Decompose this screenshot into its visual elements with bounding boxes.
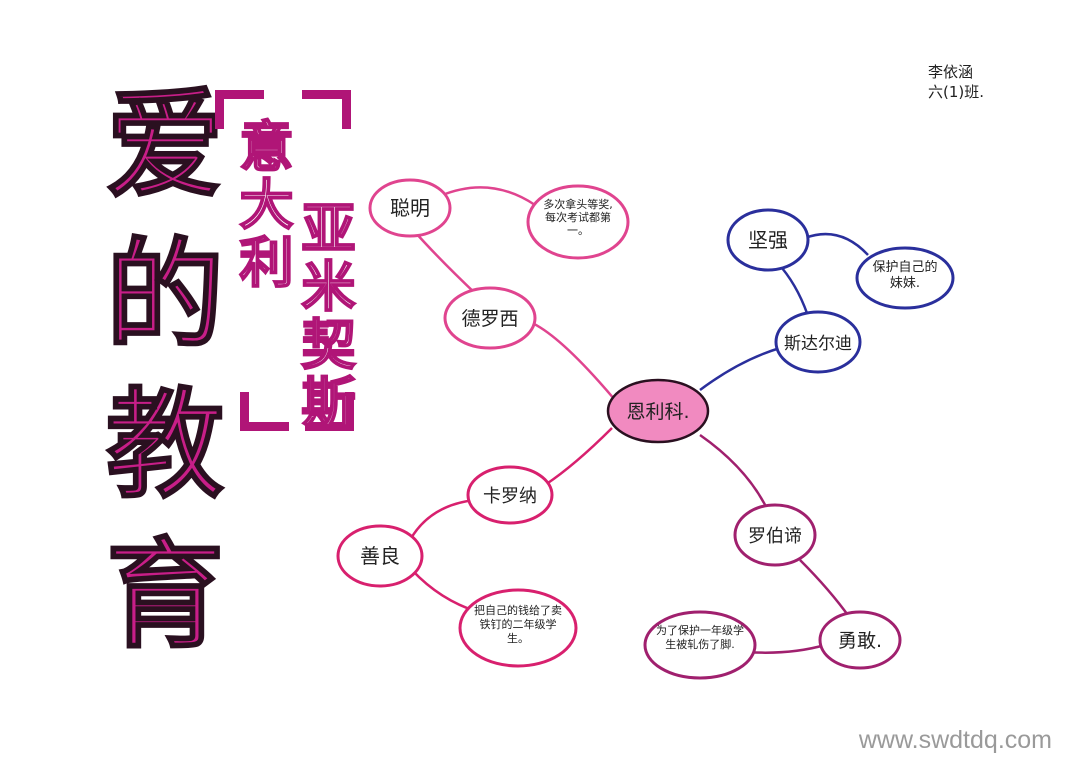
watermark: www.swdtdq.com	[858, 726, 1052, 754]
node-yonggan-detail	[643, 610, 757, 680]
node-kaluona-label: 卡罗纳	[483, 486, 537, 507]
node-shanliang-detail	[458, 588, 578, 668]
connector-yonggan-detail	[744, 643, 826, 654]
node-shanliang-detail-label: 把自己的钱给了卖铁钉的二年级学生。	[474, 604, 562, 645]
connector-center-deluoxi	[529, 320, 616, 401]
node-shanliang-label: 善良	[360, 544, 400, 568]
node-yonggan	[818, 610, 902, 670]
connector-center-sidadi	[699, 346, 781, 392]
connector-center-luobotan	[699, 433, 772, 516]
connector-jianqiang-detail	[804, 232, 869, 256]
node-sidadi-label: 斯达尔迪	[784, 334, 852, 354]
node-jianqiang	[726, 208, 810, 272]
book-title: 爱 的 教 育	[95, 70, 235, 670]
title-char: 教	[105, 375, 225, 515]
node-jianqiang-detail-label: 保护自己的妹妹.	[872, 260, 938, 291]
bracket-top-right	[302, 90, 351, 129]
node-deluoxi	[443, 286, 537, 350]
student-name: 李依涵	[928, 63, 974, 81]
connector-luobotan-yonggan	[799, 559, 852, 619]
center-node	[606, 378, 710, 444]
node-yonggan-detail-label: 为了保护一年级学生被轧伤了脚.	[656, 624, 744, 651]
node-jianqiang-label: 坚强	[748, 228, 788, 252]
node-congming-label: 聪明	[390, 196, 430, 220]
bracket-bottom-right	[305, 392, 354, 431]
country-label: 意大利	[229, 117, 294, 293]
connector-kaluona-shanliang	[408, 498, 476, 541]
node-luobotan	[733, 503, 817, 567]
student-class: 六(1)班.	[928, 83, 985, 101]
title-char: 的	[105, 225, 225, 365]
connector-congming-detail	[439, 186, 536, 207]
node-deluoxi-label: 德罗西	[461, 308, 518, 330]
node-congming-detail	[526, 184, 630, 260]
connector-center-kaluona	[544, 427, 613, 487]
node-yonggan-label: 勇敢.	[838, 630, 882, 652]
center-node-label: 恩利科.	[626, 401, 689, 423]
title-char: 爱	[105, 75, 225, 215]
bracket-bottom-left	[240, 392, 289, 431]
node-sidadi	[774, 310, 862, 374]
title-char: 育	[105, 525, 225, 665]
node-kaluona	[466, 465, 554, 525]
connector-deluoxi-congming	[414, 231, 479, 297]
student-info: 李依涵 六(1)班.	[928, 62, 984, 102]
node-congming	[368, 178, 452, 238]
bracket-top-left	[215, 90, 264, 129]
node-jianqiang-detail	[855, 246, 955, 310]
node-congming-detail-label: 多次拿头等奖,每次考试都第一。	[543, 198, 613, 237]
node-shanliang	[336, 524, 424, 588]
author-label: 亚米契斯	[291, 199, 356, 433]
connector-shanliang-detail	[411, 569, 479, 614]
node-luobotan-label: 罗伯谛	[748, 526, 802, 547]
